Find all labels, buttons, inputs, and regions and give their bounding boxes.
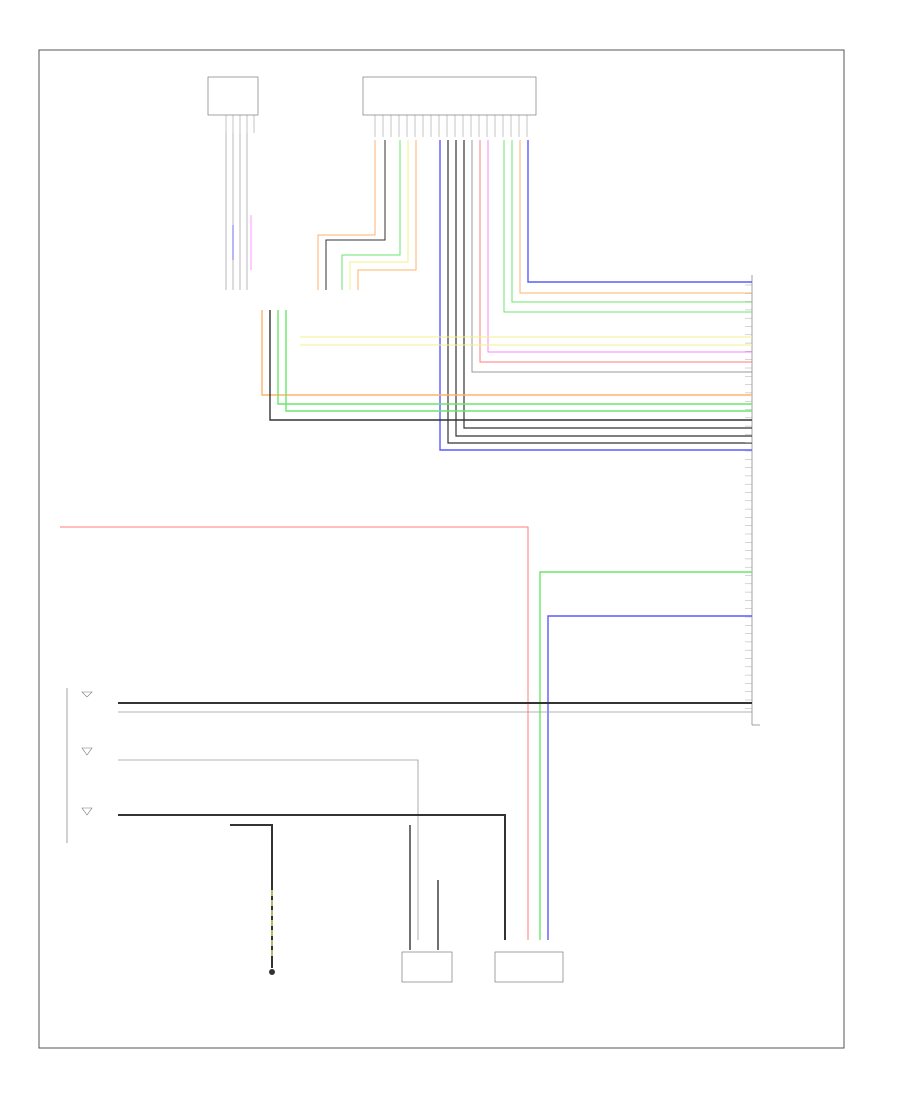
wire-25 (285, 310, 752, 412)
wire-19 (455, 140, 752, 437)
wire-24 (277, 310, 752, 405)
wire-7 (325, 140, 386, 290)
roof-antenna-group (66, 688, 93, 843)
wire-35 (230, 824, 273, 968)
wire-33 (118, 759, 419, 940)
telephone-antenna-icon (81, 691, 93, 698)
top-left-connector (207, 76, 259, 116)
wire-17 (471, 140, 752, 373)
wire-18 (463, 140, 752, 429)
wire-28 (60, 526, 529, 940)
wire-22 (261, 310, 752, 396)
satellite-antenna-icon (81, 747, 93, 756)
wire-34 (118, 814, 506, 940)
wires (60, 115, 752, 968)
wire-30 (547, 615, 752, 940)
wire-12 (519, 140, 752, 294)
wire-29 (539, 571, 752, 940)
mic-component (269, 969, 275, 975)
wire-13 (511, 140, 752, 303)
diagram-frame (38, 49, 845, 1049)
wire-14 (503, 140, 752, 313)
control-unit-connector (751, 275, 760, 726)
wire-23 (269, 310, 752, 421)
wire-8 (341, 140, 401, 290)
wire-16 (479, 140, 752, 363)
wire-21 (439, 140, 752, 451)
top-right-connector (362, 76, 537, 116)
wire-20 (447, 140, 752, 444)
wire-6 (317, 140, 376, 290)
wire-10 (357, 140, 417, 290)
telephone-amplifier-component (494, 951, 564, 983)
wire-9 (349, 140, 409, 290)
wire-15 (487, 140, 752, 353)
wire-11 (527, 140, 752, 283)
radio-component (401, 951, 453, 983)
gps-antenna-icon (81, 807, 93, 816)
